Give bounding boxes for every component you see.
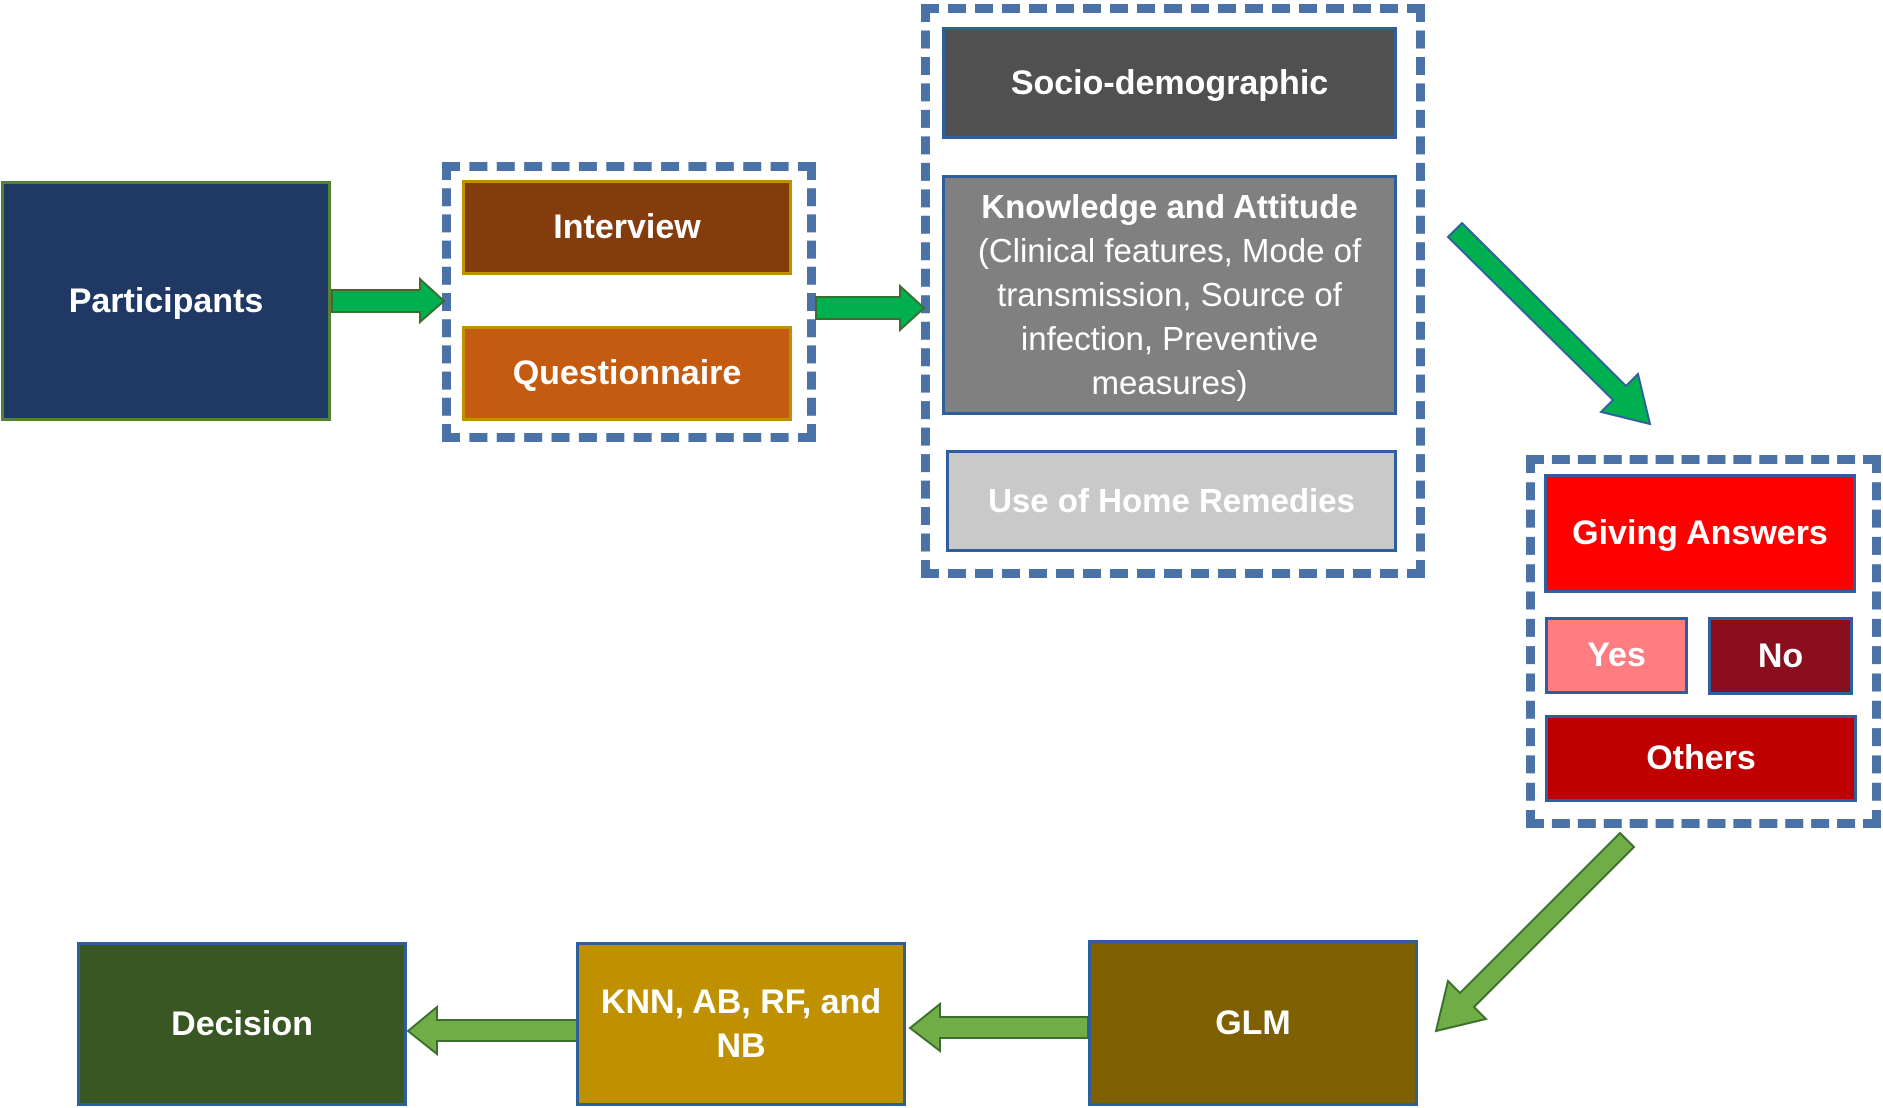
interview-box: Interview xyxy=(462,180,792,275)
arrow-glm-to-models xyxy=(908,1001,1089,1054)
participants-label: Participants xyxy=(68,281,264,320)
home-remedies-box: Use of Home Remedies xyxy=(946,450,1397,552)
socio-demographic-label: Socio-demographic xyxy=(1010,63,1329,102)
socio-demographic-box: Socio-demographic xyxy=(942,27,1397,139)
others-box: Others xyxy=(1545,715,1857,802)
giving-answers-box: Giving Answers xyxy=(1544,474,1856,593)
models-label-line-1: KNN, AB, RF, and xyxy=(600,983,882,1021)
questionnaire-label: Questionnaire xyxy=(512,354,742,392)
answers-group-outline xyxy=(1526,455,1881,828)
yes-box: Yes xyxy=(1545,617,1688,694)
others-label: Others xyxy=(1646,739,1756,777)
models-label-line-2: NB xyxy=(716,1027,766,1065)
decision-label: Decision xyxy=(171,1004,313,1043)
models-box: KNN, AB, RF, and NB xyxy=(576,942,906,1106)
giving-answers-label: Giving Answers xyxy=(1572,514,1828,552)
knowledge-attitude-title: Knowledge and Attitude xyxy=(981,188,1358,225)
no-box: No xyxy=(1708,617,1853,695)
glm-box: GLM xyxy=(1088,940,1418,1106)
participants-box: Participants xyxy=(1,181,331,421)
knowledge-attitude-box: Knowledge and Attitude (Clinical feature… xyxy=(942,175,1397,415)
decision-box: Decision xyxy=(77,942,407,1106)
home-remedies-label: Use of Home Remedies xyxy=(988,482,1355,519)
questionnaire-box: Questionnaire xyxy=(462,326,792,421)
arrow-interview-to-survey xyxy=(815,283,926,333)
arrow-participants-to-interview xyxy=(331,276,446,325)
interview-group-outline xyxy=(442,162,816,442)
glm-label: GLM xyxy=(1215,1003,1291,1042)
no-label: No xyxy=(1757,636,1804,675)
survey-sections-group-outline xyxy=(921,4,1425,578)
arrow-models-to-decision xyxy=(406,1004,578,1057)
interview-label: Interview xyxy=(553,208,701,246)
arrow-answers-to-glm xyxy=(1434,831,1636,1033)
knowledge-attitude-detail-1: (Clinical features, Mode of xyxy=(977,232,1362,269)
knowledge-attitude-detail-3: infection, Preventive measures) xyxy=(1020,320,1319,401)
yes-label: Yes xyxy=(1587,636,1646,674)
knowledge-attitude-detail-2: transmission, Source of xyxy=(997,276,1342,313)
arrow-survey-to-answers xyxy=(1446,221,1652,426)
